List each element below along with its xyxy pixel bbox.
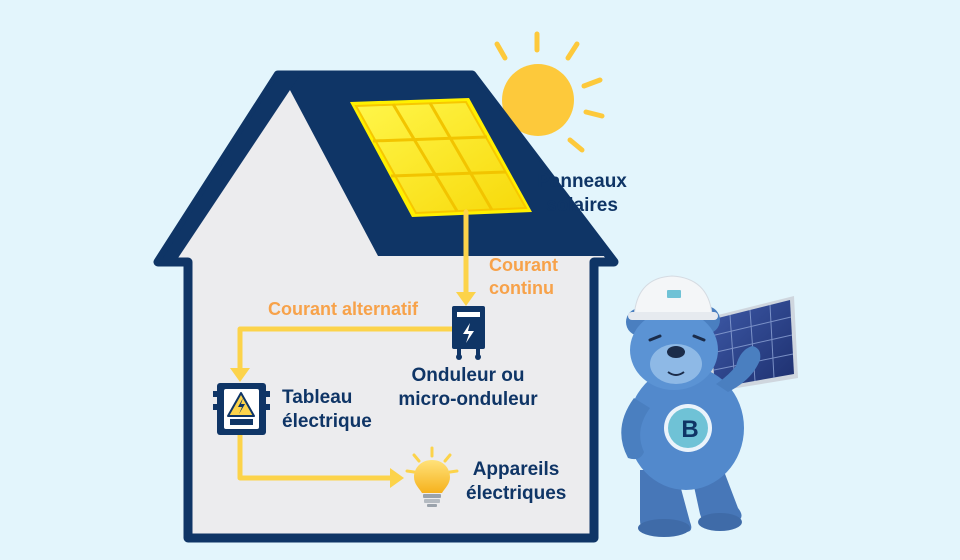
arrowhead-appliances	[390, 468, 404, 488]
arrow-ac	[237, 326, 455, 373]
label-alternating-current: Courant alternatif	[268, 299, 419, 319]
lightbulb-icon	[405, 446, 459, 507]
mascot-solar-panel	[706, 296, 798, 392]
electrical-panel-icon	[213, 383, 270, 435]
arrow-appliances	[237, 429, 395, 481]
label-appliances: Appareils électriques	[466, 459, 567, 504]
arrowhead-dc	[456, 292, 476, 306]
sun-icon	[494, 31, 605, 153]
inverter-icon	[452, 306, 485, 360]
hard-hat-icon	[628, 275, 718, 320]
label-solar-panels: Panneaux solaires	[537, 171, 627, 216]
roof-solar-panel	[350, 98, 532, 217]
label-electrical-panel: Tableau électrique	[282, 387, 372, 432]
label-direct-current: Courant continu	[489, 255, 558, 298]
flow-arrows	[237, 209, 469, 481]
bear-mascot: B	[621, 275, 798, 537]
arrowhead-ac	[230, 368, 250, 382]
mascot-badge-letter: B	[681, 416, 698, 443]
label-inverter: Onduleur ou micro-onduleur	[398, 365, 538, 410]
